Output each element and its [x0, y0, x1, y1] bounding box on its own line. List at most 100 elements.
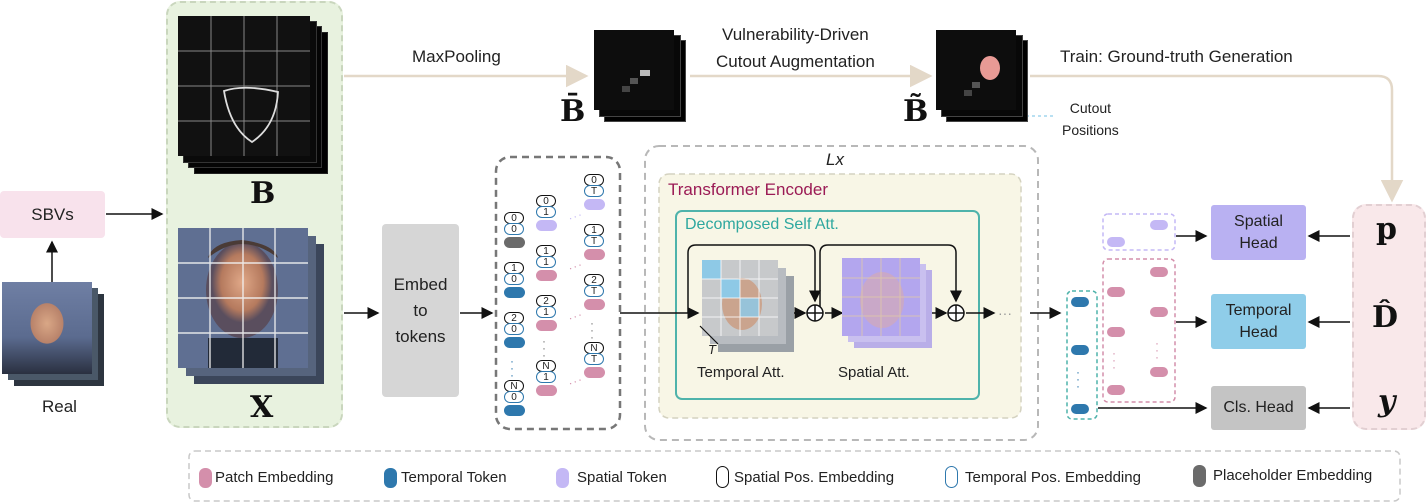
token-row-dots: ···	[566, 256, 585, 276]
patch-token-output-frame	[1102, 258, 1176, 403]
decomposed-attention-box	[675, 210, 980, 400]
placeholder-embedding	[504, 237, 525, 248]
embed-to-tokens-box: Embed to tokens	[382, 224, 459, 397]
spatial-att-stack	[842, 258, 932, 348]
temporal-pos-embedding: 0	[504, 273, 524, 285]
sbv-box: SBVs	[0, 191, 105, 238]
b-bar-stack	[594, 30, 688, 124]
output-temporal-token	[1071, 297, 1089, 307]
temporal-pos-embedding: 1	[536, 206, 556, 218]
token-dots: · · ·	[590, 316, 594, 344]
b-mask-stack	[178, 16, 328, 176]
vdca-label-line2: Cutout Augmentation	[716, 52, 875, 71]
legend-placeholder-swatch	[1193, 465, 1206, 487]
math-b-bar: B̄	[560, 94, 586, 129]
temporal-att-image	[702, 260, 778, 336]
temporal-att-stack	[702, 260, 796, 354]
arrow-train-path	[1030, 74, 1404, 203]
patch-embedding	[536, 385, 557, 396]
token-row-dots: ···	[566, 306, 585, 326]
b-tilde-image	[936, 30, 1016, 110]
patch-embedding	[584, 249, 605, 260]
temporal-pos-embedding: T	[584, 185, 604, 197]
x-face-stack	[178, 228, 328, 390]
add-node-1	[806, 304, 824, 322]
spatial-head-line1: Spatial	[1234, 212, 1283, 230]
math-b-tilde: B̃	[903, 94, 929, 129]
temporal-token	[504, 337, 525, 348]
output-spatial-token	[1150, 220, 1168, 230]
patch-embedding	[584, 367, 605, 378]
b-bar-image	[594, 30, 674, 110]
lx-text: Lx	[826, 150, 844, 169]
residual-2	[819, 244, 962, 313]
embed-label-line3: tokens	[395, 326, 446, 346]
temporal-token	[504, 287, 525, 298]
output-patch-token	[1150, 307, 1168, 317]
cutout-label-line2: Positions	[1062, 122, 1119, 138]
spatial-head-line2: Head	[1239, 234, 1278, 252]
transformer-label: Transformer Encoder	[668, 180, 828, 199]
output-temporal-token	[1071, 404, 1089, 414]
spatial-pos-embedding: 0	[504, 212, 524, 224]
sbv-label: SBVs	[31, 204, 74, 224]
patch-embedding	[536, 270, 557, 281]
temporal-pos-embedding: 0	[504, 223, 524, 235]
math-x: X	[250, 390, 274, 425]
real-label: Real	[42, 397, 77, 416]
legend-patch-swatch	[199, 468, 212, 488]
cutout-label-line1: Cutout	[1069, 100, 1112, 116]
output-patch-token	[1107, 287, 1125, 297]
output-patch-token	[1150, 367, 1168, 377]
output-patch-token	[1107, 385, 1125, 395]
gt-y: y	[1378, 384, 1396, 419]
legend-spatial-label: Spatial Token	[577, 469, 667, 486]
spatial-head: Spatial Head	[1211, 205, 1306, 260]
legend-temporal-label: Temporal Token	[401, 469, 507, 486]
temporal-pos-embedding: T	[584, 235, 604, 247]
spatial-token	[584, 199, 605, 210]
output-spatial-token	[1107, 237, 1125, 247]
patch-embedding	[536, 320, 557, 331]
output-dots: · · ·	[1155, 336, 1159, 364]
patch-embedding	[584, 299, 605, 310]
spatial-att-image	[842, 258, 920, 336]
ellipsis-layers: ···	[998, 305, 1012, 321]
temporal-head-line1: Temporal	[1225, 301, 1292, 319]
t-axis-line	[699, 325, 719, 345]
gt-p: p	[1376, 212, 1397, 247]
b-tilde-stack	[936, 30, 1030, 124]
spatial-pos-embedding: 0	[584, 174, 604, 186]
temporal-pos-embedding: 1	[536, 256, 556, 268]
vdca-label-line1: Vulnerability-Driven	[722, 25, 869, 44]
legend-temporal-swatch	[384, 468, 397, 488]
spatial-token	[536, 220, 557, 231]
token-dots: · · ·	[542, 334, 546, 362]
spatial-token-output-frame	[1102, 213, 1176, 251]
output-tokens: · · ·· · ·· · ·	[1060, 205, 1180, 425]
legend-spatial-swatch	[556, 468, 569, 488]
decomposed-label: Decomposed Self Att.	[685, 216, 839, 233]
add-node-2	[947, 304, 965, 322]
train-label: Train: Ground-truth Generation	[1060, 47, 1293, 66]
legend-placeholder-label: Placeholder Embedding	[1213, 467, 1373, 484]
math-b: B	[250, 176, 276, 211]
temporal-att-label: Temporal Att.	[697, 364, 785, 381]
embed-label-line2: to	[413, 300, 428, 320]
legend-patch-label: Patch Embedding	[215, 469, 334, 486]
temporal-pos-embedding: 0	[504, 323, 524, 335]
output-dots: · · ·	[1112, 346, 1116, 374]
gt-d-hat: D̂	[1372, 300, 1399, 335]
token-frame	[494, 155, 622, 431]
legend: Patch Embedding Temporal Token Spatial T…	[189, 451, 1400, 501]
legend-spatial-pos-swatch	[716, 466, 729, 488]
legend-temporal-pos-label: Temporal Pos. Embedding	[965, 469, 1141, 486]
temporal-pos-embedding: 0	[504, 391, 524, 403]
output-patch-token	[1107, 327, 1125, 337]
temporal-pos-embedding: T	[584, 285, 604, 297]
cls-head-label: Cls. Head	[1223, 399, 1294, 416]
temporal-head: Temporal Head	[1211, 294, 1306, 349]
transformer-encoder-box	[658, 173, 1022, 419]
